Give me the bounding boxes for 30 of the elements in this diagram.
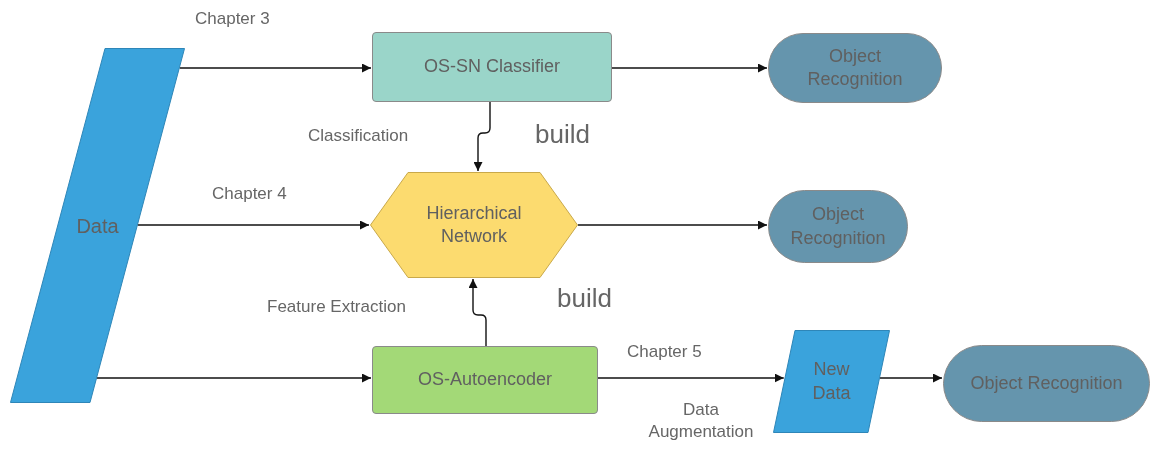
node-label: OS-SN Classifier <box>424 55 560 79</box>
data-parallelogram <box>773 330 890 433</box>
node-label: Object Recognition <box>789 203 887 250</box>
data-parallelogram <box>10 48 185 403</box>
arrow <box>468 278 487 347</box>
edge-label: Chapter 3 <box>195 8 270 30</box>
edge-label: Classification <box>308 125 409 147</box>
node-label: Data <box>76 213 119 239</box>
arrow <box>96 373 372 383</box>
edge-label: Chapter 4 <box>212 183 287 205</box>
annotation-text: build <box>557 282 612 315</box>
node-label: OS-Autoencoder <box>417 368 553 392</box>
arrow <box>473 101 491 172</box>
arrow <box>136 220 370 230</box>
process-box <box>372 32 612 102</box>
process-box <box>372 346 598 414</box>
node-label: Object Recognition <box>970 371 1123 395</box>
arrow <box>178 63 372 73</box>
arrow <box>879 373 943 383</box>
node-label: New Data <box>811 358 852 405</box>
edge-label: Data Augmentation <box>647 399 755 444</box>
arrow <box>577 220 768 230</box>
annotation-text: Chapter 5 <box>627 341 702 363</box>
node-label: Hierarchical Network <box>425 201 523 248</box>
arrow <box>611 63 768 73</box>
node-label: Object Recognition <box>806 44 904 91</box>
edge-label: Feature Extraction <box>267 296 406 318</box>
annotation-text: build <box>535 118 590 151</box>
process-hexagon <box>370 172 578 278</box>
arrow <box>597 373 785 383</box>
